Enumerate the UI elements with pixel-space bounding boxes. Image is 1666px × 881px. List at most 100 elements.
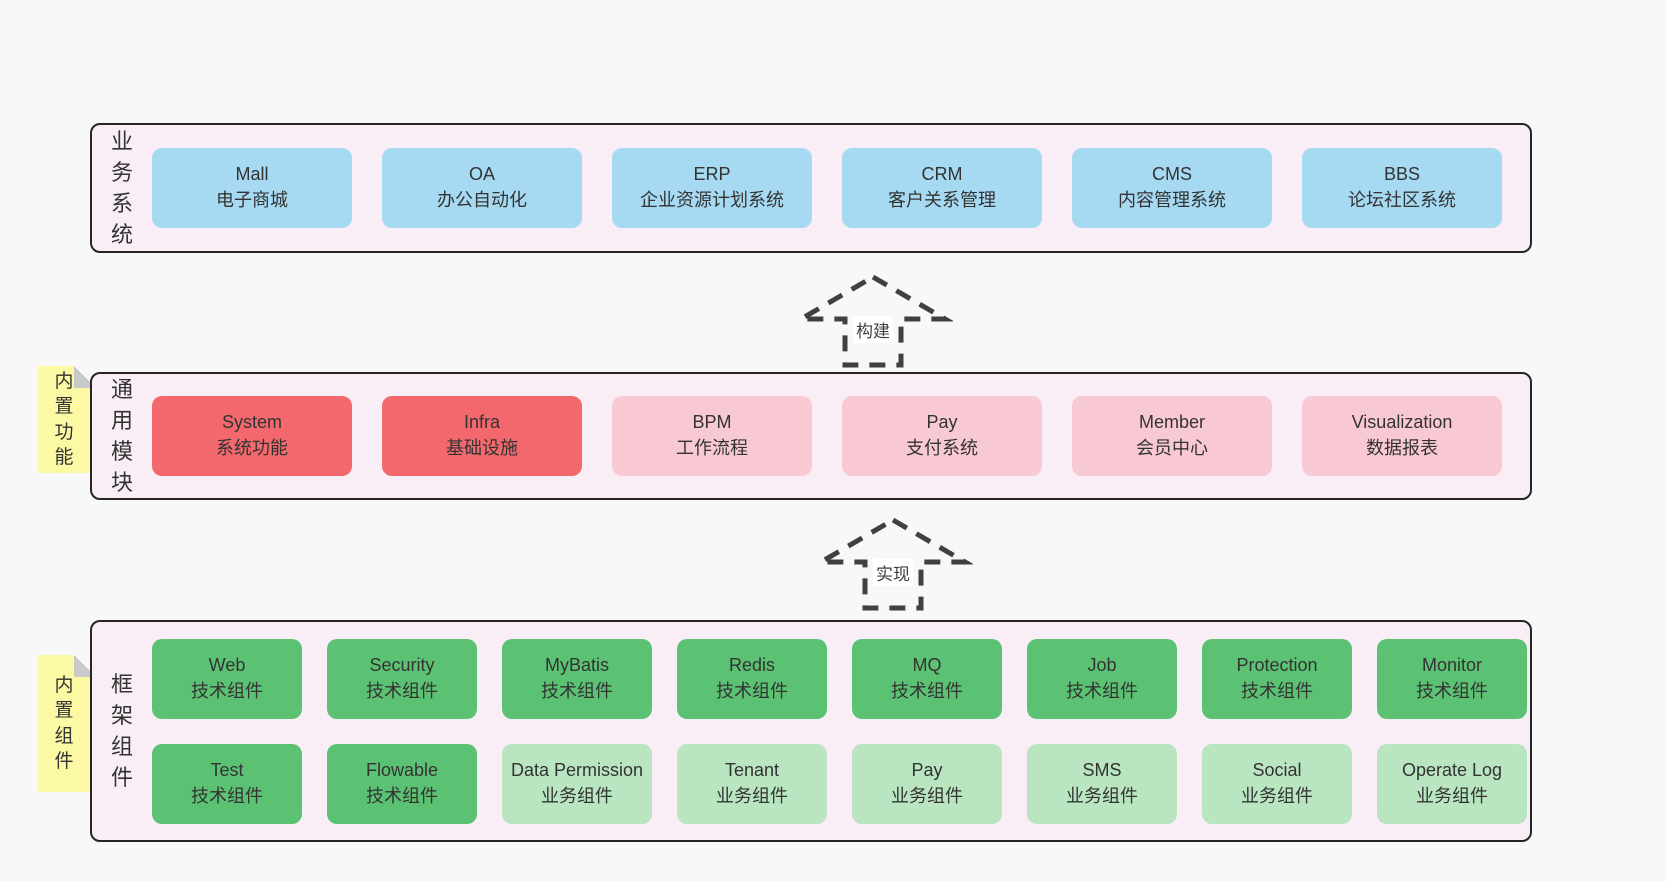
diagram-box: Social 业务组件 [1202, 743, 1352, 824]
diagram-box-title: MyBatis [544, 654, 609, 675]
diagram-box: MyBatis 技术组件 [502, 638, 652, 719]
diagram-box-subtitle: 技术组件 [191, 680, 263, 701]
diagram-box-title: System [221, 412, 282, 433]
diagram-box-title: Operate Log [1401, 759, 1503, 780]
build-arrow-label: 构建 [853, 316, 893, 343]
diagram-box-title: Data Permission [510, 759, 644, 780]
layer-label-zone: 业务系统 [92, 126, 152, 251]
diagram-box-subtitle: 技术组件 [541, 680, 613, 701]
diagram-box: Test 技术组件 [152, 743, 302, 824]
layer-rows: System 系统功能 Infra 基础设施 BPM 工作流程 Pay 支付系统 Member 会… [152, 396, 1530, 476]
diagram-box-title: Security [369, 654, 435, 675]
diagram-box-subtitle: 内容管理系统 [1118, 190, 1226, 210]
diagram-box-title: Flowable [365, 759, 439, 780]
layer-label-zone: 框架组件 [92, 669, 152, 794]
diagram-box: Data Permission 业务组件 [502, 743, 652, 824]
layer-label: 通用模块 [110, 376, 133, 496]
layer-common-modules: 通用模块 System 系统功能 Infra 基础设施 BPM 工作流程 Pay 支付系统 Me… [90, 372, 1532, 500]
diagram-box: Visualization 数据报表 [1302, 396, 1502, 476]
implement-arrow-label: 实现 [873, 559, 913, 586]
diagram-box-title: BBS [1383, 164, 1421, 185]
diagram-box-subtitle: 工作流程 [676, 438, 748, 458]
diagram-box-subtitle: 支付系统 [906, 438, 978, 458]
diagram-box: OA 办公自动化 [382, 148, 582, 228]
diagram-box-subtitle: 企业资源计划系统 [640, 190, 784, 210]
diagram-box-title: SMS [1082, 759, 1122, 780]
diagram-box-title: Monitor [1421, 654, 1483, 675]
diagram-box-title: Mall [235, 164, 269, 185]
diagram-box: Web 技术组件 [152, 638, 302, 719]
diagram-box: Job 技术组件 [1027, 638, 1177, 719]
diagram-box: Flowable 技术组件 [327, 743, 477, 824]
sticky-note-built-in-components: 内置组件 [38, 655, 96, 792]
diagram-box: ERP 企业资源计划系统 [612, 148, 812, 228]
diagram-box: System 系统功能 [152, 396, 352, 476]
diagram-box-subtitle: 技术组件 [366, 680, 438, 701]
diagram-box-subtitle: 技术组件 [1066, 680, 1138, 701]
diagram-box-title: Web [208, 654, 246, 675]
sticky-note-label: 内置组件 [54, 675, 74, 772]
diagram-box: Mall 电子商城 [152, 148, 352, 228]
diagram-box-subtitle: 业务组件 [1241, 785, 1313, 806]
layer-label: 业务系统 [110, 128, 133, 248]
diagram-box-title: Test [210, 759, 244, 780]
diagram-box-subtitle: 基础设施 [446, 438, 518, 458]
layer-label-zone: 通用模块 [92, 374, 152, 499]
diagram-box-subtitle: 技术组件 [891, 680, 963, 701]
diagram-box-title: Social [1252, 759, 1302, 780]
diagram-box-subtitle: 办公自动化 [437, 190, 527, 210]
diagram-box: Infra 基础设施 [382, 396, 582, 476]
diagram-box-subtitle: 技术组件 [366, 785, 438, 806]
diagram-box-subtitle: 系统功能 [216, 438, 288, 458]
diagram-box: MQ 技术组件 [852, 638, 1002, 719]
diagram-box-title: ERP [693, 164, 731, 185]
diagram-box-title: Pay [911, 759, 943, 780]
layer-label: 框架组件 [110, 671, 133, 791]
diagram-box-subtitle: 电子商城 [216, 190, 288, 210]
diagram-box-title: Redis [728, 654, 776, 675]
diagram-box-subtitle: 数据报表 [1366, 438, 1438, 458]
diagram-box-subtitle: 业务组件 [1416, 785, 1488, 806]
component-row: Test 技术组件 Flowable 技术组件 Data Permission 业务组件 T… [152, 743, 1530, 824]
diagram-box: BBS 论坛社区系统 [1302, 148, 1502, 228]
diagram-box-subtitle: 会员中心 [1136, 438, 1208, 458]
diagram-box-subtitle: 技术组件 [1241, 680, 1313, 701]
diagram-box-subtitle: 技术组件 [716, 680, 788, 701]
diagram-box-title: Visualization [1351, 412, 1453, 433]
diagram-box-title: Infra [463, 412, 501, 433]
diagram-box: Monitor 技术组件 [1377, 638, 1527, 719]
component-row: System 系统功能 Infra 基础设施 BPM 工作流程 Pay 支付系统 Member 会… [152, 396, 1530, 476]
diagram-box-subtitle: 业务组件 [1066, 785, 1138, 806]
build-arrow: 构建 [793, 272, 953, 370]
diagram-box: Pay 支付系统 [842, 396, 1042, 476]
diagram-box: Security 技术组件 [327, 638, 477, 719]
diagram-box: CMS 内容管理系统 [1072, 148, 1272, 228]
sticky-note-label: 内置功能 [54, 371, 74, 468]
diagram-box-title: MQ [912, 654, 942, 675]
diagram-box-subtitle: 客户关系管理 [888, 190, 996, 210]
diagram-box-title: Pay [926, 412, 958, 433]
diagram-box-title: Job [1087, 654, 1117, 675]
diagram-box: Operate Log 业务组件 [1377, 743, 1527, 824]
diagram-box: Redis 技术组件 [677, 638, 827, 719]
diagram-box-title: Member [1138, 412, 1205, 433]
diagram-box-subtitle: 技术组件 [1416, 680, 1488, 701]
diagram-box-subtitle: 业务组件 [541, 785, 613, 806]
diagram-box-title: BPM [692, 412, 732, 433]
diagram-box-subtitle: 论坛社区系统 [1348, 190, 1456, 210]
diagram-box: SMS 业务组件 [1027, 743, 1177, 824]
diagram-box-title: OA [468, 164, 495, 185]
diagram-box-subtitle: 技术组件 [191, 785, 263, 806]
diagram-box-title: CMS [1152, 164, 1192, 185]
